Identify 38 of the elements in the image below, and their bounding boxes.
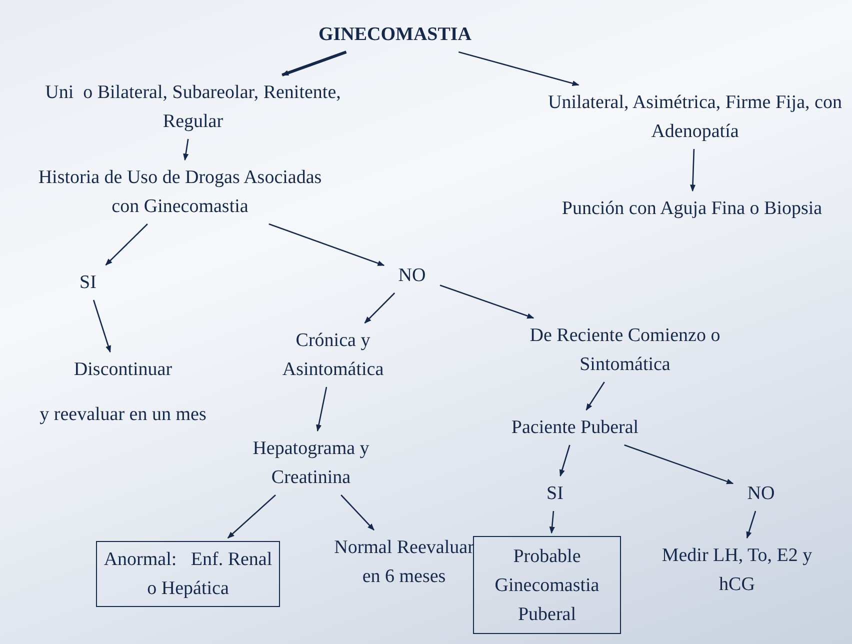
arrow [690,148,696,192]
node-label: Anormal: Enf. Renal o Hepática [103,548,273,601]
root-label: GINECOMASTIA [318,23,472,47]
arrow [364,292,396,324]
node-label: NO [398,264,426,288]
arrow [624,444,734,484]
arrow [227,494,276,538]
arrow [586,382,605,411]
node-label: SI [80,271,96,295]
arrow [440,284,534,319]
arrow [282,50,347,76]
arrow [316,386,328,432]
node-label: y reevaluar en un mes [40,403,206,427]
arrow [559,444,570,477]
node-label: Paciente Puberal [511,416,639,440]
arrow [746,510,756,539]
outcome-box [96,541,280,607]
arrow [183,138,189,161]
node-label: Normal Reevaluar en 6 meses [334,536,474,589]
outcome-box [473,536,621,634]
node-label: Hepatograma y Creatinina [252,437,370,490]
node-label: Crónica y Asintomática [281,329,385,382]
node-label: Historia de Uso de Drogas Asociadas con Ginecomastia [37,166,323,219]
node-label: Medir LH, To, E2 y hCG [660,544,814,597]
arrow [92,300,111,353]
node-label: NO [747,482,775,506]
node-label: Unilateral, Asimétrica, Firme Fija, con Adenopatía [547,91,843,144]
node-label: Probable Ginecomastia Puberal [494,544,600,626]
node-label: De Reciente Comienzo o Sintomática [528,324,722,377]
arrow [105,224,148,266]
node-label: SI [546,482,564,506]
arrow [340,494,374,530]
node-label: Punción con Aguja Fina o Biopsia [562,197,822,221]
arrow [549,510,555,534]
node-label: Discontinuar [74,358,172,382]
arrow [458,51,580,86]
node-label: Uni o Bilateral, Subareolar, Renitente, Regular [44,81,342,134]
arrow [268,223,385,266]
